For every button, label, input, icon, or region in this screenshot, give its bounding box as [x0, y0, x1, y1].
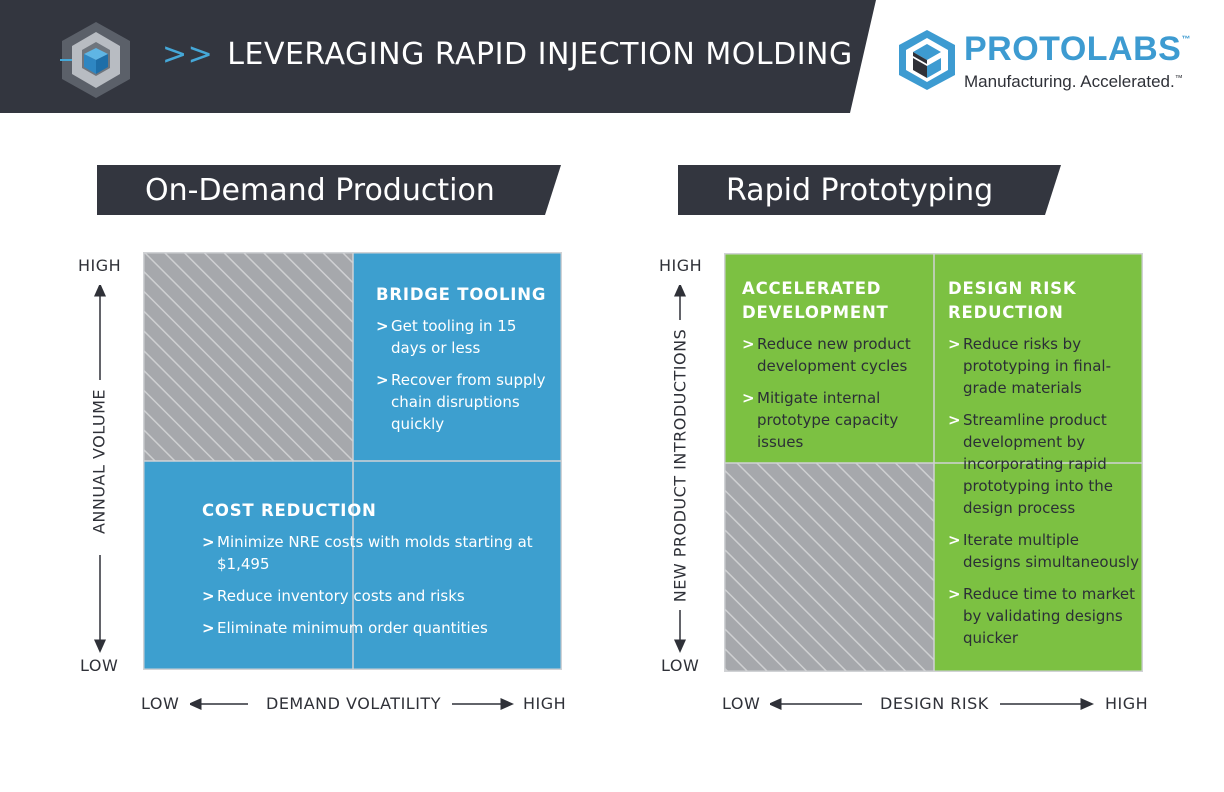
list-item: >Get tooling in 15 days or less — [376, 315, 556, 359]
quadrant-design-risk-reduction: DESIGN RISK REDUCTION >Reduce risks by p… — [948, 277, 1140, 659]
x-axis-high-label: HIGH — [523, 694, 567, 713]
y-axis-label: ANNUAL VOLUME — [89, 388, 109, 535]
bullet-marker: > — [948, 585, 961, 603]
bullet-marker: > — [742, 335, 755, 353]
list-item: >Iterate multiple designs simultaneously — [948, 529, 1140, 573]
x-axis-arrows — [770, 698, 1094, 710]
x-axis-label: DEMAND VOLATILITY — [266, 694, 441, 713]
y-axis-low-label: LOW — [80, 656, 119, 675]
y-axis-high-label: HIGH — [659, 256, 703, 275]
list-item-text: Eliminate minimum order quantities — [217, 619, 488, 637]
quadrant-cost-reduction: COST REDUCTION >Minimize NRE costs with … — [202, 499, 542, 649]
list-item-text: Reduce new product development cycles — [757, 335, 911, 375]
list-item: >Streamline product development by incor… — [948, 409, 1140, 519]
y-axis-arrows — [674, 285, 686, 653]
list-item-text: Recover from supply chain disruptions qu… — [391, 371, 546, 433]
banner-title: Rapid Prototyping — [726, 173, 994, 208]
list-item: >Reduce risks by prototyping in final-gr… — [948, 333, 1140, 399]
x-axis-arrows — [190, 698, 514, 710]
quadrant-bridge-tooling: BRIDGE TOOLING >Get tooling in 15 days o… — [376, 283, 556, 445]
bullet-list: >Reduce new product development cycles >… — [742, 333, 932, 453]
banner-rapid-prototyping: Rapid Prototyping — [678, 165, 1061, 215]
list-item-text: Reduce inventory costs and risks — [217, 587, 465, 605]
bullet-marker: > — [202, 533, 215, 551]
list-item-text: Get tooling in 15 days or less — [391, 317, 517, 357]
list-item: >Minimize NRE costs with molds starting … — [202, 531, 542, 575]
banner-title: On-Demand Production — [145, 173, 495, 208]
bullet-marker: > — [948, 411, 961, 429]
page-title: >> LEVERAGING RAPID INJECTION MOLDING — [162, 37, 853, 72]
y-axis-high-label: HIGH — [78, 256, 122, 275]
bullet-marker: > — [202, 619, 215, 637]
banner-on-demand-production: On-Demand Production — [97, 165, 561, 215]
list-item-text: Iterate multiple designs simultaneously — [963, 531, 1139, 571]
bullet-marker: > — [948, 531, 961, 549]
brand-name: PROTOLABS™ — [964, 30, 1191, 69]
brand-name-text: PROTOLABS — [964, 30, 1182, 68]
list-item-text: Minimize NRE costs with molds starting a… — [217, 533, 533, 573]
bullet-marker: > — [742, 389, 755, 407]
bullet-list: >Get tooling in 15 days or less >Recover… — [376, 315, 556, 435]
quadrant-title: BRIDGE TOOLING — [376, 285, 547, 304]
list-item-text: Mitigate internal prototype capacity iss… — [757, 389, 899, 451]
bullet-marker: > — [202, 587, 215, 605]
brand-tagline: Manufacturing. Accelerated.™ — [964, 72, 1183, 92]
x-axis-high-label: HIGH — [1105, 694, 1149, 713]
tagline-trademark-mark: ™ — [1174, 73, 1183, 83]
list-item-text: Streamline product development by incorp… — [963, 411, 1113, 517]
quadrant-grid-rapid-prototyping — [724, 253, 1143, 672]
quadrant-title: DESIGN RISK REDUCTION — [948, 279, 1077, 322]
list-item-text: Reduce time to market by validating desi… — [963, 585, 1135, 647]
title-text: LEVERAGING RAPID INJECTION MOLDING — [227, 37, 853, 72]
bullet-marker: > — [948, 335, 961, 353]
cube-icon — [60, 22, 130, 98]
y-axis-arrows — [94, 285, 106, 653]
x-axis-low-label: LOW — [722, 694, 761, 713]
list-item: >Eliminate minimum order quantities — [202, 617, 542, 639]
quadrant-title: COST REDUCTION — [202, 501, 377, 520]
list-item: >Mitigate internal prototype capacity is… — [742, 387, 932, 453]
header-bar — [0, 0, 876, 113]
title-chevrons: >> — [162, 37, 214, 72]
x-axis-low-label: LOW — [141, 694, 180, 713]
x-axis-label: DESIGN RISK — [880, 694, 989, 713]
brand-tagline-text: Manufacturing. Accelerated. — [964, 72, 1175, 91]
list-item-text: Reduce risks by prototyping in final-gra… — [963, 335, 1112, 397]
quadrant-grid-on-demand — [143, 252, 562, 670]
bullet-list: >Reduce risks by prototyping in final-gr… — [948, 333, 1140, 649]
list-item: >Reduce time to market by validating des… — [948, 583, 1140, 649]
bullet-marker: > — [376, 371, 389, 389]
protolabs-logo-icon — [899, 30, 955, 90]
y-axis-label: NEW PRODUCT INTRODUCTIONS — [670, 328, 690, 603]
list-item: >Recover from supply chain disruptions q… — [376, 369, 556, 435]
bullet-marker: > — [376, 317, 389, 335]
trademark-mark: ™ — [1181, 34, 1191, 44]
list-item: >Reduce new product development cycles — [742, 333, 932, 377]
y-axis-low-label: LOW — [661, 656, 700, 675]
quadrant-title: ACCELERATED DEVELOPMENT — [742, 279, 889, 322]
bullet-list: >Minimize NRE costs with molds starting … — [202, 531, 542, 639]
list-item: >Reduce inventory costs and risks — [202, 585, 542, 607]
quadrant-accelerated-development: ACCELERATED DEVELOPMENT >Reduce new prod… — [742, 277, 932, 463]
